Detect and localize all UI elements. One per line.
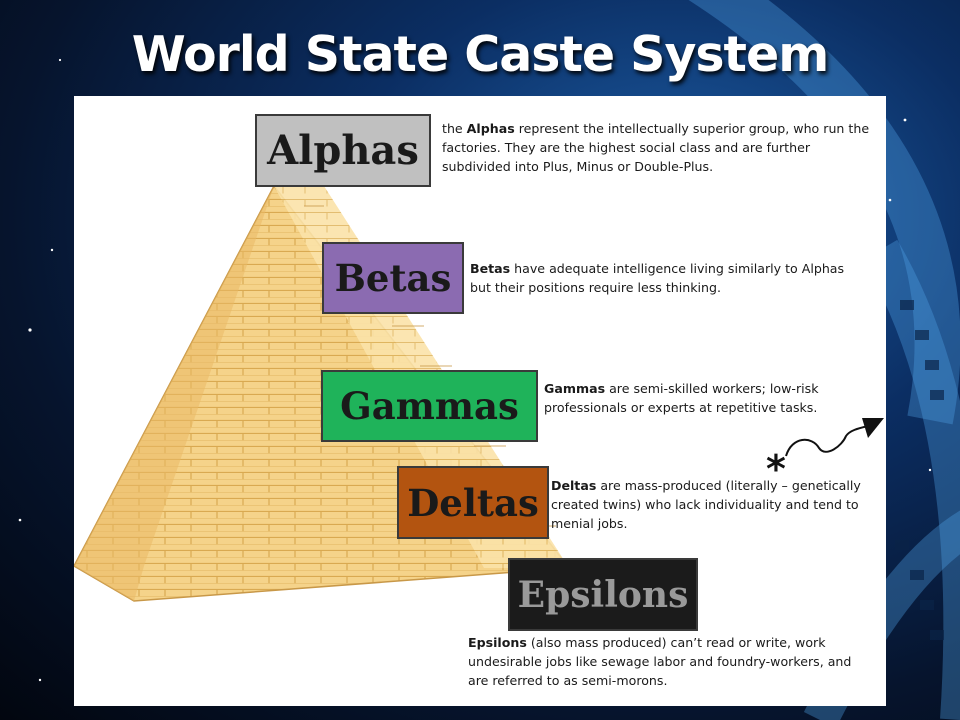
caste-name: Betas	[470, 261, 511, 276]
caste-label-text: Epsilons	[517, 573, 689, 616]
caste-name: Epsilons	[468, 635, 527, 650]
caste-description-deltas: Deltas are mass-produced (literally – ge…	[551, 478, 861, 531]
caste-name: Alphas	[466, 121, 515, 136]
asterisk-mark: *	[766, 447, 786, 486]
slide-title: World State Caste System	[131, 26, 830, 83]
caste-name: Deltas	[551, 478, 597, 493]
caste-description-betas: Betas have adequate intelligence living …	[470, 261, 845, 295]
caste-description-gammas: Gammas are semi-skilled workers; low-ris…	[544, 381, 819, 415]
caste-label-gammas: Gammas	[321, 370, 538, 442]
caste-label-text: Alphas	[267, 127, 419, 174]
caste-label-text: Deltas	[407, 480, 539, 525]
diagram-panel: Alphas the Alphas represent the intellec…	[74, 96, 886, 706]
caste-label-deltas: Deltas	[397, 466, 549, 539]
arrow-annotation: *	[766, 418, 884, 486]
caste-description-alphas: the Alphas represent the intellectually …	[442, 121, 870, 174]
caste-label-text: Gammas	[340, 384, 519, 428]
caste-label-epsilons: Epsilons	[508, 558, 698, 631]
caste-description-epsilons: Epsilons (also mass produced) can’t read…	[468, 635, 852, 688]
caste-label-betas: Betas	[322, 242, 464, 314]
caste-label-alphas: Alphas	[255, 114, 431, 187]
caste-name: Gammas	[544, 381, 606, 396]
caste-label-text: Betas	[334, 256, 452, 300]
